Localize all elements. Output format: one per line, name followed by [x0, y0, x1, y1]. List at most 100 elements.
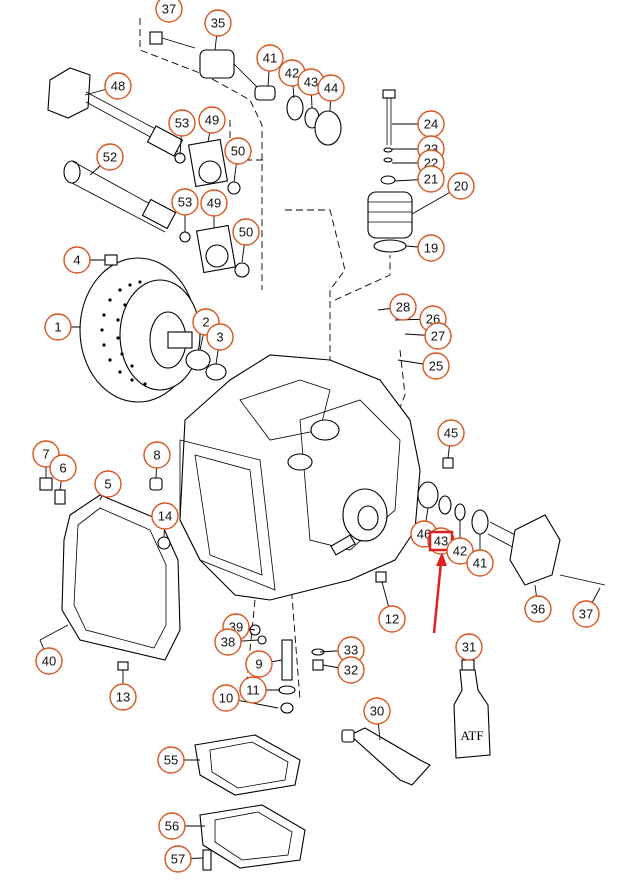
callout-27[interactable]: 27 — [424, 322, 452, 350]
callout-14[interactable]: 14 — [151, 502, 179, 530]
callout-circle — [96, 143, 124, 171]
callout-53[interactable]: 53 — [168, 109, 196, 137]
callout-circle — [417, 165, 445, 193]
callout-circle — [157, 746, 185, 774]
callout-circle — [44, 313, 72, 341]
callout-56[interactable]: 56 — [158, 812, 186, 840]
callout-number: 56 — [165, 819, 179, 834]
callout-circle — [168, 109, 196, 137]
callout-number: 48 — [111, 79, 125, 94]
callout-49[interactable]: 49 — [198, 106, 226, 134]
callout-number: 19 — [424, 241, 438, 256]
callout-50[interactable]: 50 — [224, 137, 252, 165]
callout-number: 45 — [444, 426, 458, 441]
callout-31[interactable]: 31 — [455, 633, 483, 661]
callout-number: 57 — [171, 852, 185, 867]
callout-41[interactable]: 41 — [256, 44, 284, 72]
callout-53[interactable]: 53 — [171, 188, 199, 216]
callout-40[interactable]: 40 — [35, 647, 63, 675]
callout-21[interactable]: 21 — [417, 165, 445, 193]
callout-circle — [143, 441, 171, 469]
callout-number: 24 — [424, 117, 438, 132]
callout-45[interactable]: 45 — [437, 419, 465, 447]
callout-9[interactable]: 9 — [245, 650, 273, 678]
callout-49[interactable]: 49 — [200, 189, 228, 217]
callout-number: 25 — [429, 359, 443, 374]
callout-number: 41 — [263, 51, 277, 66]
callout-35[interactable]: 35 — [204, 9, 232, 37]
callout-number: 31 — [462, 640, 476, 655]
callout-circle — [572, 600, 600, 628]
callout-5[interactable]: 5 — [94, 470, 122, 498]
callout-3[interactable]: 3 — [206, 323, 234, 351]
callout-36[interactable]: 36 — [524, 595, 552, 623]
callout-42[interactable]: 42 — [446, 537, 474, 565]
callout-circle — [49, 454, 77, 482]
callout-circle — [63, 246, 91, 274]
callout-12[interactable]: 12 — [378, 605, 406, 633]
callout-6[interactable]: 6 — [49, 454, 77, 482]
callout-33[interactable]: 33 — [337, 636, 365, 664]
callout-circle — [35, 647, 63, 675]
callout-circle — [109, 683, 137, 711]
callout-number: 27 — [431, 329, 445, 344]
callout-circle — [214, 628, 242, 656]
callout-number: 42 — [453, 544, 467, 559]
callout-38[interactable]: 38 — [214, 628, 242, 656]
callout-19[interactable]: 19 — [417, 234, 445, 262]
callout-number: 32 — [344, 663, 358, 678]
callout-number: 7 — [42, 447, 49, 462]
callout-circle — [239, 676, 267, 704]
highlight-arrow — [432, 552, 447, 634]
callout-circle — [256, 44, 284, 72]
callout-number: 6 — [59, 461, 66, 476]
callout-24[interactable]: 24 — [417, 110, 445, 138]
callout-circle — [164, 845, 192, 873]
callout-44[interactable]: 44 — [317, 74, 345, 102]
callout-55[interactable]: 55 — [157, 746, 185, 774]
callout-number: 43 — [434, 534, 448, 549]
callout-number: 49 — [205, 113, 219, 128]
callout-circle — [424, 322, 452, 350]
callout-41[interactable]: 41 — [466, 549, 494, 577]
callout-1[interactable]: 1 — [44, 313, 72, 341]
callout-32[interactable]: 32 — [337, 656, 365, 684]
bottle-label: ATF — [460, 728, 483, 743]
callout-50[interactable]: 50 — [232, 218, 260, 246]
callout-37[interactable]: 37 — [572, 600, 600, 628]
callout-20[interactable]: 20 — [447, 172, 475, 200]
callout-28[interactable]: 28 — [389, 293, 417, 321]
callout-circle — [104, 72, 132, 100]
callout-circle — [206, 323, 234, 351]
callout-30[interactable]: 30 — [363, 697, 391, 725]
callout-52[interactable]: 52 — [96, 143, 124, 171]
callout-10[interactable]: 10 — [212, 684, 240, 712]
callout-8[interactable]: 8 — [143, 441, 171, 469]
part-transmission-housing — [179, 354, 421, 601]
callout-25[interactable]: 25 — [422, 352, 450, 380]
callout-57[interactable]: 57 — [164, 845, 192, 873]
part-oil-cooler — [367, 89, 413, 253]
callout-48[interactable]: 48 — [104, 72, 132, 100]
callout-number: 12 — [385, 612, 399, 627]
callout-number: 30 — [370, 704, 384, 719]
callout-number: 28 — [396, 300, 410, 315]
callout-number: 4 — [73, 253, 80, 268]
callout-circle — [224, 137, 252, 165]
part-shafts-top — [47, 31, 342, 278]
callout-circle — [158, 812, 186, 840]
callout-number: 50 — [239, 225, 253, 240]
callout-37[interactable]: 37 — [155, 0, 183, 23]
callout-11[interactable]: 11 — [239, 676, 267, 704]
callout-number: 36 — [531, 602, 545, 617]
callout-circle — [422, 352, 450, 380]
part-output-flange — [375, 457, 606, 586]
callout-circle — [437, 419, 465, 447]
callout-number: 53 — [175, 116, 189, 131]
callout-number: 42 — [285, 66, 299, 81]
callout-number: 53 — [178, 195, 192, 210]
callout-13[interactable]: 13 — [109, 683, 137, 711]
callout-4[interactable]: 4 — [63, 246, 91, 274]
converter-holes — [100, 280, 147, 386]
